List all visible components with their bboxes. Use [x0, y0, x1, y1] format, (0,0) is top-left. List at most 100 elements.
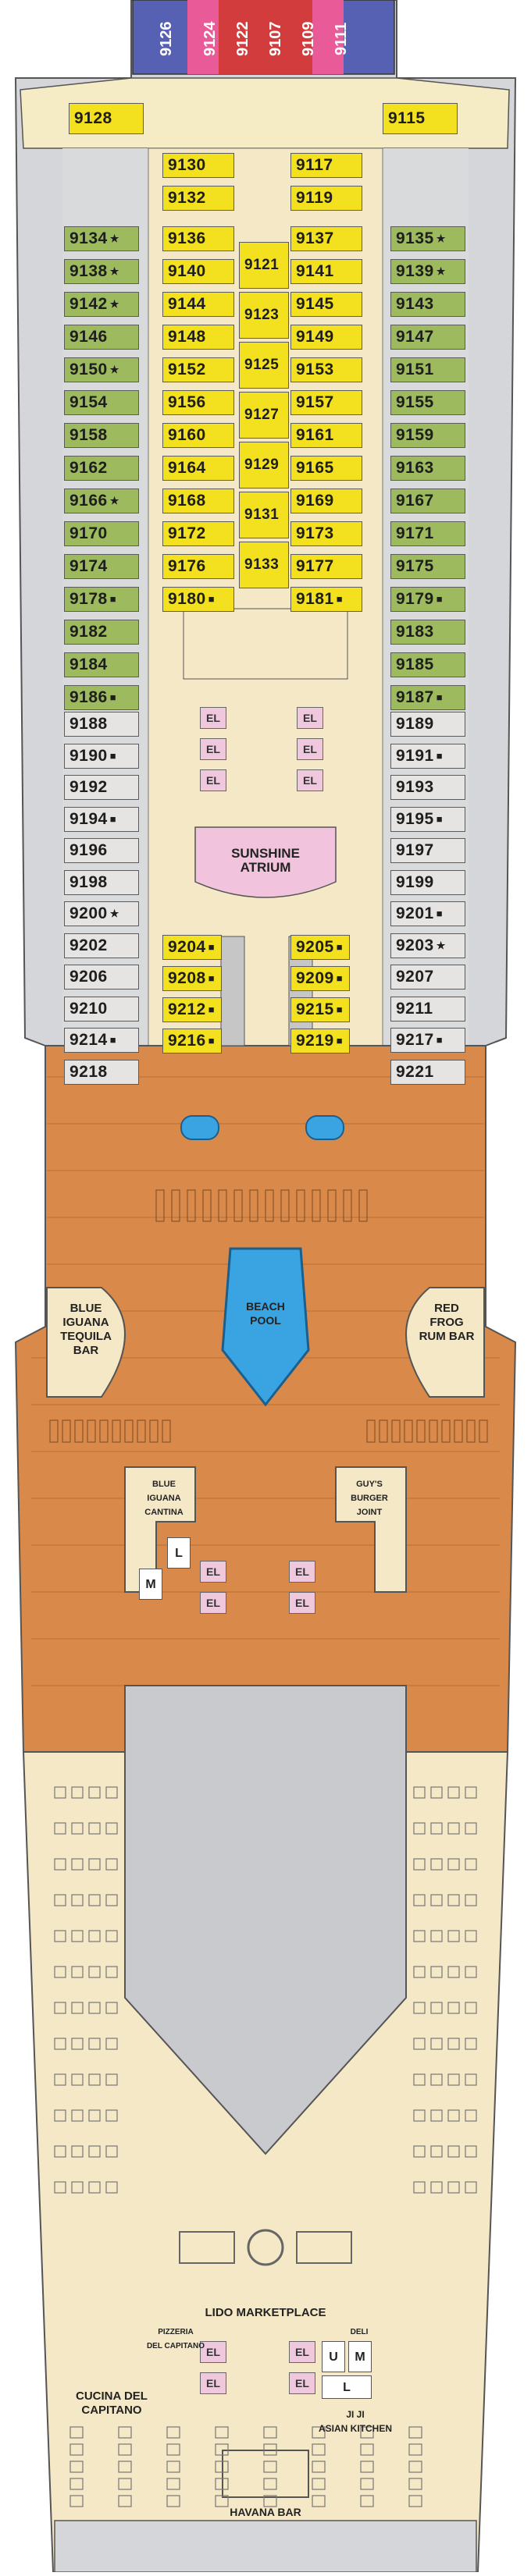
cabin-9152[interactable]: 9152	[162, 357, 234, 382]
cabin-9194[interactable]: 9194■	[64, 806, 139, 832]
cabin-9129[interactable]: 9129	[239, 442, 289, 489]
cabin-9154[interactable]: 9154	[64, 390, 139, 415]
cabin-9160[interactable]: 9160	[162, 423, 234, 448]
venue-guys-burger[interactable]: GUY'S BURGER JOINT	[351, 1480, 388, 1517]
cabin-9172[interactable]: 9172	[162, 521, 234, 546]
cabin-9130[interactable]: 9130	[162, 153, 234, 178]
cabin-9166[interactable]: 9166★	[64, 489, 139, 513]
cabin-9132[interactable]: 9132	[162, 186, 234, 211]
cabin-9206[interactable]: 9206	[64, 965, 139, 990]
cabin-9190[interactable]: 9190■	[64, 743, 139, 769]
cabin-9161[interactable]: 9161	[290, 423, 362, 448]
cabin-9217[interactable]: 9217■	[390, 1028, 465, 1053]
cabin-9149[interactable]: 9149	[290, 325, 362, 350]
cabin-9159[interactable]: 9159	[390, 423, 465, 448]
cabin-9173[interactable]: 9173	[290, 521, 362, 546]
cabin-9153[interactable]: 9153	[290, 357, 362, 382]
cabin-9117[interactable]: 9117	[290, 153, 362, 178]
cabin-9145[interactable]: 9145	[290, 292, 362, 317]
cabin-9199[interactable]: 9199	[390, 869, 465, 895]
cabin-9147[interactable]: 9147	[390, 325, 465, 350]
cabin-9140[interactable]: 9140	[162, 259, 234, 284]
cabin-9219[interactable]: 9219■	[290, 1029, 350, 1053]
cabin-9180[interactable]: 9180■	[162, 587, 234, 612]
cabin-9204[interactable]: 9204■	[162, 935, 222, 960]
cabin-9209[interactable]: 9209■	[290, 966, 350, 991]
cabin-9119[interactable]: 9119	[290, 186, 362, 211]
cabin-9165[interactable]: 9165	[290, 456, 362, 481]
cabin-9175[interactable]: 9175	[390, 554, 465, 579]
cabin-9177[interactable]: 9177	[290, 554, 362, 579]
cabin-9176[interactable]: 9176	[162, 554, 234, 579]
cabin-9186[interactable]: 9186■	[64, 685, 139, 710]
venue-blue-iguana-bar[interactable]: BLUE IGUANA TEQUILA BAR	[60, 1302, 112, 1357]
cabin-9155[interactable]: 9155	[390, 390, 465, 415]
cabin-9188[interactable]: 9188	[64, 712, 139, 737]
venue-beach-pool[interactable]: BEACH POOL	[246, 1300, 285, 1327]
cabin-9202[interactable]: 9202	[64, 933, 139, 958]
cabin-9125[interactable]: 9125	[239, 342, 289, 389]
cabin-9174[interactable]: 9174	[64, 554, 139, 579]
cabin-9141[interactable]: 9141	[290, 259, 362, 284]
cabin-9201[interactable]: 9201■	[390, 901, 465, 926]
cabin-9115[interactable]: 9115	[383, 103, 458, 134]
cabin-9210[interactable]: 9210	[64, 996, 139, 1022]
cabin-9178[interactable]: 9178■	[64, 587, 139, 612]
cabin-9189[interactable]: 9189	[390, 712, 465, 737]
cabin-9191[interactable]: 9191■	[390, 743, 465, 769]
cabin-9143[interactable]: 9143	[390, 292, 465, 317]
cabin-9142[interactable]: 9142★	[64, 292, 139, 317]
cabin-9151[interactable]: 9151	[390, 357, 465, 382]
cabin-9131[interactable]: 9131	[239, 492, 289, 538]
venue-blue-iguana-cantina[interactable]: BLUE IGUANA CANTINA	[144, 1480, 184, 1517]
cabin-9205[interactable]: 9205■	[290, 935, 350, 960]
cabin-9203[interactable]: 9203★	[390, 933, 465, 958]
cabin-9109[interactable]: 9109	[300, 21, 317, 57]
cabin-9127[interactable]: 9127	[239, 392, 289, 439]
cabin-9211[interactable]: 9211	[390, 996, 465, 1022]
cabin-9181[interactable]: 9181■	[290, 587, 362, 612]
cabin-9124[interactable]: 9124	[201, 21, 219, 57]
cabin-9163[interactable]: 9163	[390, 456, 465, 481]
cabin-9138[interactable]: 9138★	[64, 259, 139, 284]
venue-cucina[interactable]: CUCINA DEL CAPITANO	[76, 2389, 148, 2417]
venue-pizzeria[interactable]: PIZZERIA DEL CAPITANO	[146, 2328, 205, 2350]
cabin-9134[interactable]: 9134★	[64, 226, 139, 251]
cabin-9187[interactable]: 9187■	[390, 685, 465, 710]
cabin-9139[interactable]: 9139★	[390, 259, 465, 284]
cabin-9107[interactable]: 9107	[267, 21, 284, 57]
cabin-9156[interactable]: 9156	[162, 390, 234, 415]
cabin-9193[interactable]: 9193	[390, 775, 465, 800]
cabin-9212[interactable]: 9212■	[162, 997, 222, 1022]
cabin-9183[interactable]: 9183	[390, 620, 465, 645]
cabin-9168[interactable]: 9168	[162, 489, 234, 513]
cabin-9146[interactable]: 9146	[64, 325, 139, 350]
cabin-9214[interactable]: 9214■	[64, 1028, 139, 1053]
cabin-9135[interactable]: 9135★	[390, 226, 465, 251]
cabin-9207[interactable]: 9207	[390, 965, 465, 990]
cabin-9121[interactable]: 9121	[239, 242, 289, 289]
cabin-9123[interactable]: 9123	[239, 292, 289, 339]
venue-lido[interactable]: LIDO MARKETPLACE	[205, 2306, 326, 2319]
cabin-9192[interactable]: 9192	[64, 775, 139, 800]
cabin-9136[interactable]: 9136	[162, 226, 234, 251]
cabin-9126[interactable]: 9126	[158, 21, 175, 57]
cabin-9169[interactable]: 9169	[290, 489, 362, 513]
cabin-9171[interactable]: 9171	[390, 521, 465, 546]
cabin-9164[interactable]: 9164	[162, 456, 234, 481]
cabin-9157[interactable]: 9157	[290, 390, 362, 415]
cabin-9122[interactable]: 9122	[234, 21, 251, 57]
cabin-9158[interactable]: 9158	[64, 423, 139, 448]
cabin-9179[interactable]: 9179■	[390, 587, 465, 612]
venue-ji-ji[interactable]: JI JI ASIAN KITCHEN	[318, 2409, 392, 2434]
cabin-9162[interactable]: 9162	[64, 456, 139, 481]
cabin-9196[interactable]: 9196	[64, 838, 139, 863]
cabin-9198[interactable]: 9198	[64, 869, 139, 895]
cabin-9137[interactable]: 9137	[290, 226, 362, 251]
cabin-9195[interactable]: 9195■	[390, 806, 465, 832]
cabin-9144[interactable]: 9144	[162, 292, 234, 317]
venue-red-frog[interactable]: RED FROG RUM BAR	[419, 1302, 475, 1343]
cabin-9182[interactable]: 9182	[64, 620, 139, 645]
cabin-9216[interactable]: 9216■	[162, 1029, 222, 1053]
cabin-9184[interactable]: 9184	[64, 652, 139, 677]
